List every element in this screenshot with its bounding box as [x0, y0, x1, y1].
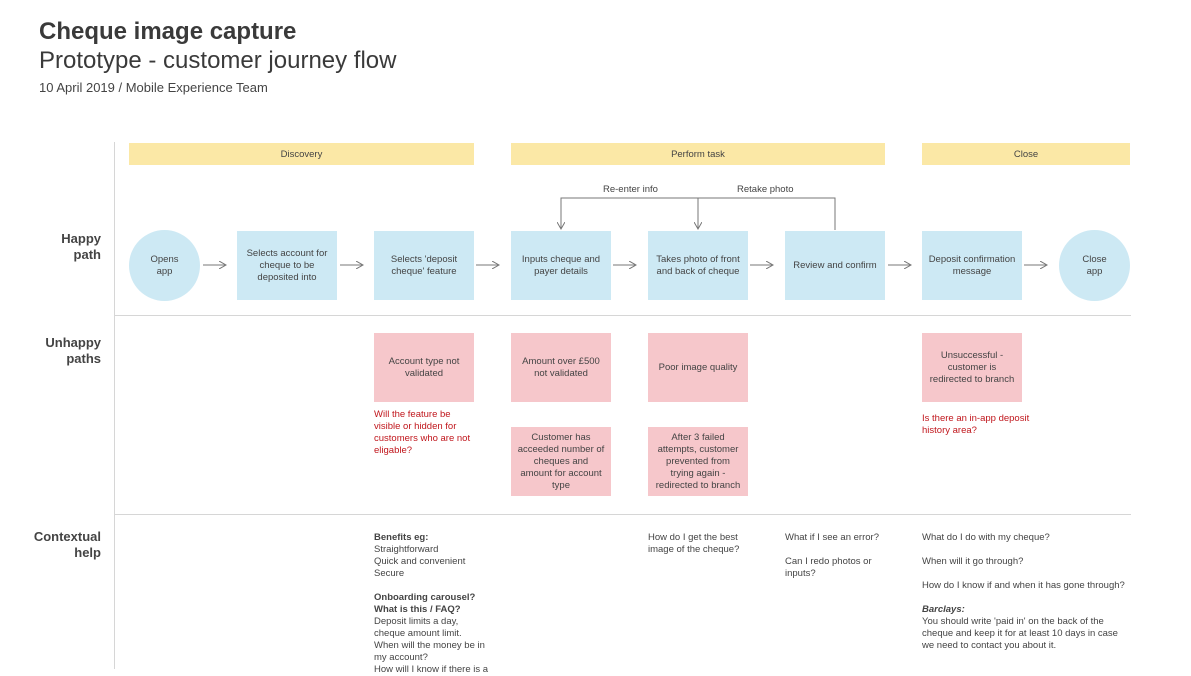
unhappy-exceeded-limit: Customer has acceeded number of cheques … — [511, 427, 611, 496]
page-title: Cheque image capture — [39, 18, 297, 45]
phase-close: Close — [922, 143, 1130, 165]
help-error-question: What if I see an error? — [785, 532, 879, 543]
node-review-confirm: Review and confirm — [785, 231, 885, 300]
page-meta: 10 April 2019 / Mobile Experience Team — [39, 80, 268, 95]
row-label-happy-path: Happy path — [0, 231, 101, 263]
help-faq-heading: What is this / FAQ? — [374, 604, 461, 615]
node-take-photo: Takes photo of front and back of cheque — [648, 231, 748, 300]
page-subtitle: Prototype - customer journey flow — [39, 47, 397, 74]
help-col-review: What if I see an error? Can I redo photo… — [785, 532, 895, 580]
node-deposit-confirmation: Deposit confirmation message — [922, 231, 1022, 300]
row-divider-vertical — [114, 142, 115, 669]
node-select-deposit-feature: Selects 'deposit cheque' feature — [374, 231, 474, 300]
help-benefit-item: Straightforward — [374, 544, 439, 555]
node-opens-app-text: Opens app — [150, 253, 179, 277]
unhappy-amount-over: Amount over £500 not validated — [511, 333, 611, 402]
unhappy-account-type: Account type not validated — [374, 333, 474, 402]
node-input-cheque-details: Inputs cheque and payer details — [511, 231, 611, 300]
unhappy-unsuccessful: Unsuccessful - customer is redirected to… — [922, 333, 1022, 402]
help-line: Deposit limits a day, — [374, 616, 459, 627]
question-feature-visibility: Will the feature be visible or hidden fo… — [374, 409, 471, 456]
help-barclays-heading: Barclays: — [922, 604, 965, 615]
row-label-happy-path-text: Happy path — [61, 231, 101, 262]
loop-label-reenter: Re-enter info — [603, 184, 658, 195]
help-line: How will I know if there is a — [374, 664, 489, 675]
help-line: my account? — [374, 652, 428, 663]
unhappy-failed-attempts: After 3 failed attempts, customer preven… — [648, 427, 748, 496]
row-divider-1 — [114, 315, 1131, 316]
question-deposit-history: Is there an in-app deposit history area? — [922, 413, 1030, 436]
help-onboarding-heading: Onboarding carousel? — [374, 592, 476, 603]
help-benefit-item: Quick and convenient — [374, 556, 466, 567]
help-go-through-question: When will it go through? — [922, 556, 1024, 567]
row-label-contextual-help: Contextual help — [0, 529, 101, 561]
row-label-unhappy-paths: Unhappy paths — [0, 335, 101, 367]
row-label-unhappy-paths-text: Unhappy paths — [45, 335, 101, 366]
help-cheque-question: What do I do with my cheque? — [922, 532, 1050, 543]
phase-discovery: Discovery — [129, 143, 474, 165]
help-benefits-heading: Benefits eg: — [374, 532, 429, 543]
help-know-question: How do I know if and when it has gone th… — [922, 580, 1125, 591]
phase-perform-task: Perform task — [511, 143, 885, 165]
unhappy-poor-image: Poor image quality — [648, 333, 748, 402]
help-col-close: What do I do with my cheque? When will i… — [922, 532, 1127, 652]
loop-label-retake: Retake photo — [737, 184, 794, 195]
help-redo-question: Can I redo photos or inputs? — [785, 556, 872, 579]
help-col-discovery: Benefits eg: Straightforward Quick and c… — [374, 532, 504, 676]
help-line: cheque amount limit. — [374, 628, 462, 639]
help-barclays-text: You should write 'paid in' on the back o… — [922, 616, 1118, 651]
node-opens-app: Opens app — [129, 230, 200, 301]
row-divider-2 — [114, 514, 1131, 515]
help-col-photo: How do I get the best image of the chequ… — [648, 532, 740, 555]
node-close-app: Close app — [1059, 230, 1130, 301]
row-label-contextual-help-text: Contextual help — [33, 529, 101, 560]
help-line: When will the money be in — [374, 640, 485, 651]
node-close-app-text: Close app — [1082, 253, 1107, 277]
node-select-account: Selects account for cheque to be deposit… — [237, 231, 337, 300]
help-benefit-item: Secure — [374, 568, 405, 579]
